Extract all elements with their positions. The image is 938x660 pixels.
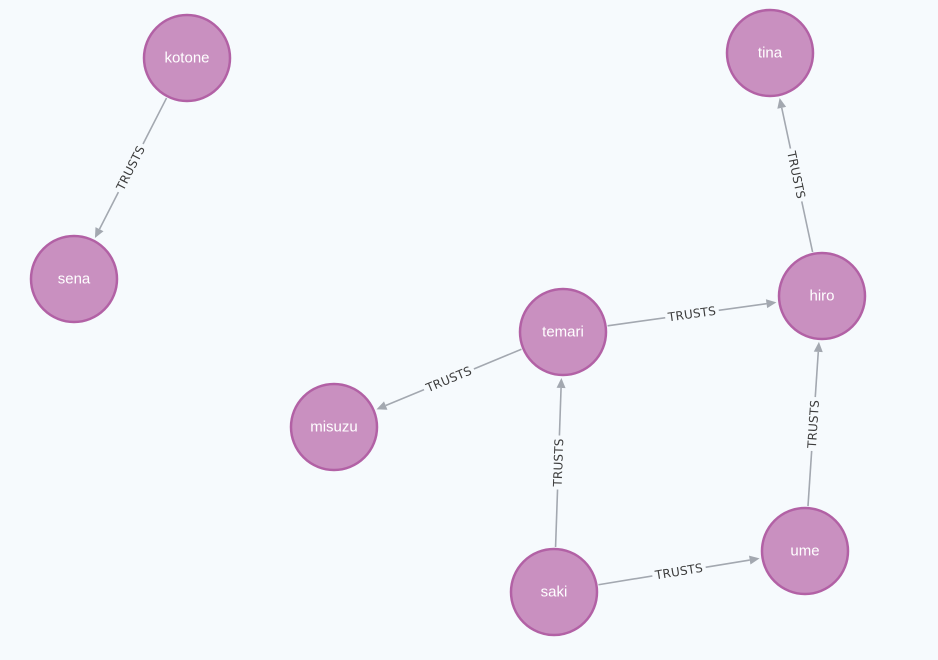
arrowhead-icon [765,299,777,309]
node-hiro[interactable]: hiro [777,251,867,341]
edge-label-group: TRUSTS [803,396,824,452]
edge-label-background [420,361,477,398]
nodes-layer: kotone sena tina hiro temari misuzu ume saki [29,8,867,637]
node-circle[interactable] [518,287,608,377]
edge-label-group: TRUSTS [420,361,477,398]
edge-label: TRUSTS [805,399,822,449]
node-sena[interactable]: sena [29,234,119,324]
edge-saki-ume[interactable]: TRUSTS [598,555,760,586]
node-saki[interactable]: saki [509,547,599,637]
edge-label-background [803,396,824,452]
edge-saki-temari[interactable]: TRUSTS [549,377,568,548]
edge-label-background [111,140,151,196]
edge-label-background [549,435,568,490]
edge-label: TRUSTS [784,149,808,200]
node-temari[interactable]: temari [518,287,608,377]
arrowhead-icon [556,377,566,389]
node-circle[interactable] [142,13,232,103]
node-circle[interactable] [29,234,119,324]
arrowhead-icon [813,341,823,353]
edge-label: TRUSTS [423,364,474,396]
node-kotone[interactable]: kotone [142,13,232,103]
edge-label-group: TRUSTS [664,302,720,326]
node-circle[interactable] [289,382,379,472]
node-circle[interactable] [760,506,850,596]
arrowhead-icon [777,97,787,109]
edge-label-group: TRUSTS [782,146,810,204]
arrowhead-icon [94,227,104,239]
edges-layer: TRUSTS TRUSTS TRUSTS TRUSTS TRUSTS TRUSTS TRUS… [94,97,824,586]
node-circle[interactable] [509,547,599,637]
edge-label-group: TRUSTS [549,435,568,490]
edge-kotone-sena[interactable]: TRUSTS [94,97,168,239]
arrowhead-icon [749,555,760,565]
edge-ume-hiro[interactable]: TRUSTS [803,341,824,507]
edge-label-background [651,559,707,584]
node-circle[interactable] [725,8,815,98]
node-tina[interactable]: tina [725,8,815,98]
edge-temari-hiro[interactable]: TRUSTS [607,299,777,327]
arrowhead-icon [376,401,388,410]
edge-label-background [664,302,720,326]
node-misuzu[interactable]: misuzu [289,382,379,472]
edge-temari-misuzu[interactable]: TRUSTS [376,348,522,410]
node-circle[interactable] [777,251,867,341]
edge-hiro-tina[interactable]: TRUSTS [777,97,814,253]
node-ume[interactable]: ume [760,506,850,596]
edge-label: TRUSTS [551,438,567,488]
edge-label-background [782,146,810,204]
edge-label-group: TRUSTS [111,140,151,196]
edge-label: TRUSTS [666,304,717,325]
edge-label-group: TRUSTS [651,559,707,584]
